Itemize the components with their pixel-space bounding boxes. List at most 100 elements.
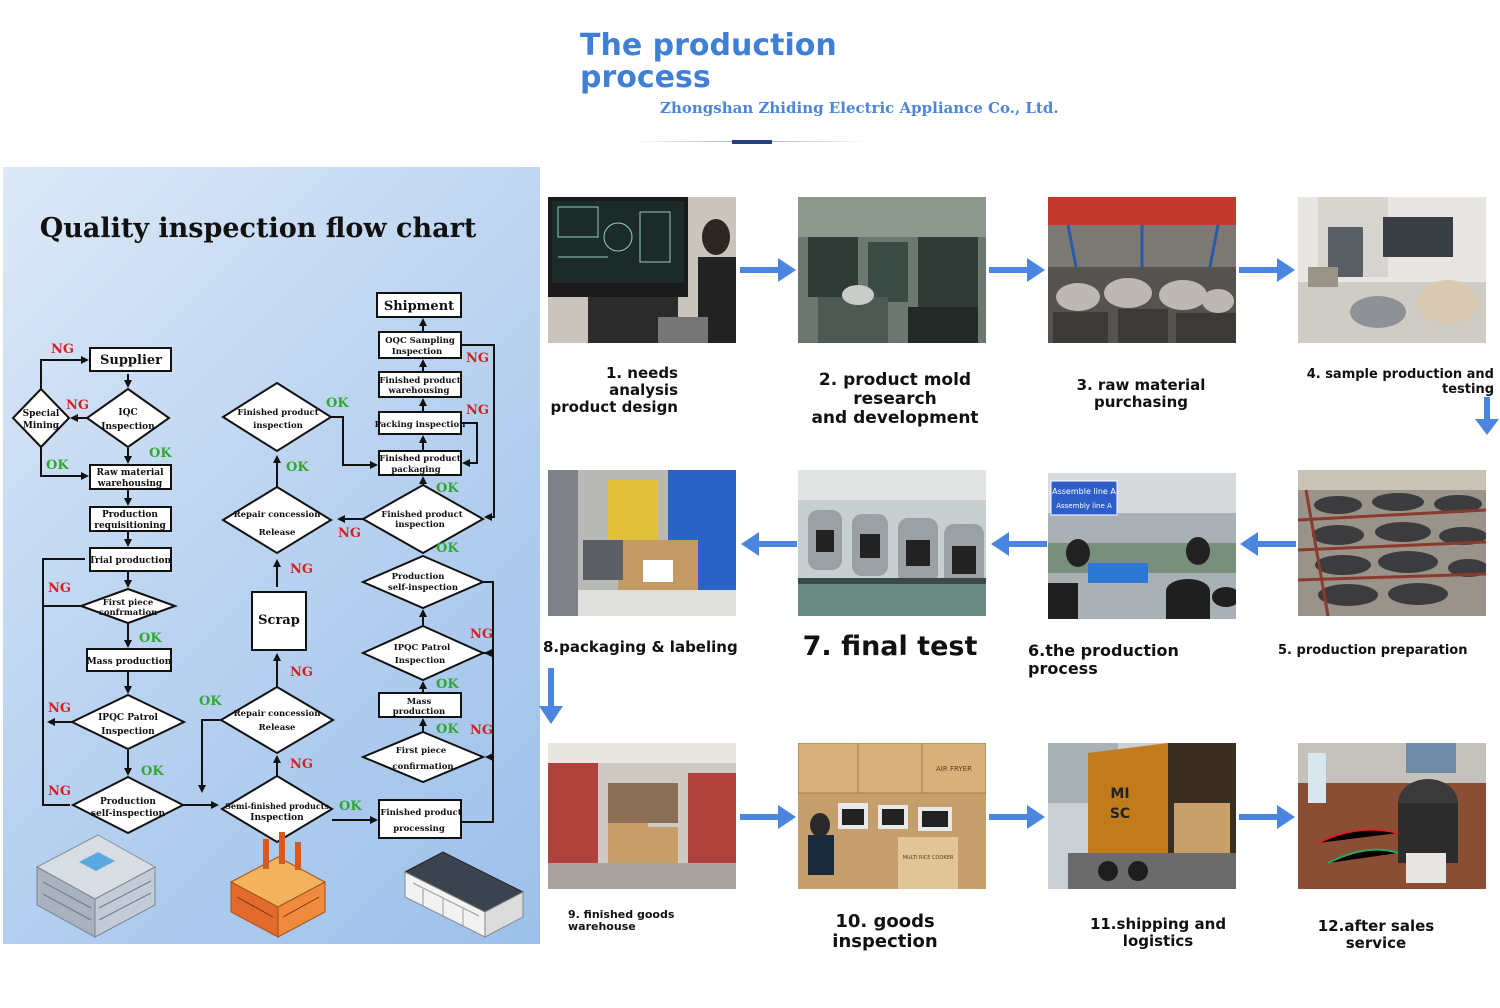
node-shipment bbox=[376, 292, 462, 318]
photo-packaging bbox=[548, 470, 736, 616]
office-building-illustration bbox=[35, 834, 157, 938]
node-ipqc-patrol-right bbox=[360, 624, 486, 682]
label-packing: Packing inspection bbox=[375, 420, 466, 430]
arrow-left-icon bbox=[741, 532, 797, 556]
label-special-1: Special bbox=[23, 409, 60, 419]
step-12-caption: 12.after sales service bbox=[1317, 917, 1435, 952]
label-fpproc-1: Finished product bbox=[380, 808, 461, 818]
node-ipqc-patrol-left bbox=[69, 693, 187, 751]
photo-shipping: MI SC bbox=[1048, 743, 1236, 889]
label-fpi-mid-2: inspection bbox=[253, 421, 303, 431]
node-supplier bbox=[89, 347, 172, 372]
node-production-requisitioning bbox=[89, 506, 172, 532]
label-fppack-2: packaging bbox=[391, 465, 440, 475]
step-4-caption: 4. sample production and testing bbox=[1306, 367, 1494, 397]
label-self-r-1: Production bbox=[392, 572, 445, 582]
container-mark-2: SC bbox=[1110, 806, 1130, 822]
step-3-caption: 3. raw material purchasing bbox=[1076, 376, 1206, 411]
label-repair-low-1: Repair concession bbox=[234, 709, 321, 719]
label-raw-2: warehousing bbox=[97, 479, 163, 489]
ng-marker: NG bbox=[466, 351, 489, 366]
label-req-2: requisitioning bbox=[94, 521, 166, 531]
step-11-caption: 11.shipping and logistics bbox=[1089, 915, 1227, 950]
label-ipqc-r-1: IPQC Patrol bbox=[394, 643, 451, 653]
ng-marker: NG bbox=[51, 342, 74, 357]
node-raw-material-warehousing bbox=[89, 464, 172, 490]
photo-final-test bbox=[798, 470, 986, 616]
photo-raw-material bbox=[1048, 197, 1236, 343]
assembly-sign-line1: Assemble line A bbox=[1052, 487, 1116, 496]
label-raw-1: Raw material bbox=[96, 468, 164, 478]
node-iqc-inspection bbox=[85, 387, 171, 449]
arrow-down-icon bbox=[1475, 397, 1499, 435]
node-repair-concession-upper bbox=[221, 485, 333, 555]
label-special-2: Mining bbox=[23, 421, 60, 431]
node-first-piece-confirmation bbox=[78, 587, 178, 625]
ng-marker: NG bbox=[290, 562, 313, 577]
node-first-piece-confirmation-right bbox=[360, 730, 486, 784]
node-finished-product-inspection-right bbox=[360, 483, 486, 555]
arrow-right-icon bbox=[740, 805, 796, 829]
ng-marker: NG bbox=[466, 403, 489, 418]
arrow-down-icon bbox=[539, 668, 563, 724]
arrow-right-icon bbox=[740, 258, 796, 282]
photo-product-design bbox=[548, 197, 736, 343]
ng-marker: NG bbox=[48, 701, 71, 716]
ok-marker: OK bbox=[339, 799, 362, 814]
label-fpwh-1: Finished product bbox=[379, 376, 460, 386]
node-repair-concession-lower bbox=[219, 685, 335, 755]
step-8-caption: 8.packaging & labeling bbox=[543, 638, 738, 656]
ng-marker: NG bbox=[290, 757, 313, 772]
label-trial: Trial production bbox=[89, 556, 172, 566]
ok-marker: OK bbox=[46, 458, 69, 473]
label-mass-left: Mass production bbox=[87, 657, 172, 667]
ng-marker: NG bbox=[470, 723, 493, 738]
ng-marker: NG bbox=[290, 665, 313, 680]
label-iqc-1: IQC bbox=[118, 408, 137, 418]
step-10-caption: 10. goods inspection bbox=[832, 911, 938, 952]
arrow-right-icon bbox=[989, 258, 1045, 282]
photo-mold-development bbox=[798, 197, 986, 343]
photo-warehouse bbox=[548, 743, 736, 889]
ok-marker: OK bbox=[436, 677, 459, 692]
ok-marker: OK bbox=[286, 460, 309, 475]
factory-illustration bbox=[229, 832, 327, 938]
label-ipqc-l-1: IPQC Patrol bbox=[98, 713, 158, 723]
ng-marker: NG bbox=[470, 627, 493, 642]
label-fppack-1: Finished product bbox=[379, 454, 460, 464]
node-finished-product-processing bbox=[378, 799, 462, 839]
arrow-right-icon bbox=[1239, 805, 1295, 829]
title-divider-accent bbox=[732, 140, 772, 144]
label-mass-r-2: production bbox=[393, 707, 445, 717]
ok-marker: OK bbox=[139, 631, 162, 646]
flowchart-title: Quality inspection flow chart bbox=[40, 213, 477, 244]
photo-production-preparation bbox=[1298, 470, 1486, 616]
step-7-caption: 7. final test bbox=[802, 631, 978, 662]
photo-production-line: Assemble line A Assembly line A bbox=[1048, 473, 1236, 619]
assembly-sign-line2: Assembly line A bbox=[1056, 502, 1112, 510]
label-req-1: Production bbox=[102, 510, 158, 520]
node-mass-production-right bbox=[378, 692, 462, 718]
step-6-caption: 6.the production process bbox=[1028, 641, 1179, 678]
step-1-caption: 1. needs analysis product design bbox=[550, 364, 678, 416]
label-fpi-r-1: Finished product bbox=[381, 510, 462, 520]
label-self-l-1: Production bbox=[100, 797, 156, 807]
label-scrap: Scrap bbox=[258, 613, 300, 628]
label-repair-low-2: Release bbox=[259, 723, 296, 733]
ng-marker: NG bbox=[338, 526, 361, 541]
node-finished-product-warehousing bbox=[378, 371, 462, 398]
ok-marker: OK bbox=[436, 481, 459, 496]
box-print-rice-cooker: MULTI RICE COOKER bbox=[903, 855, 954, 861]
page-title: The production process bbox=[580, 28, 837, 95]
label-first-r-2: confirmation bbox=[392, 762, 453, 772]
label-oqc-1: OQC Sampling bbox=[385, 336, 455, 346]
ok-marker: OK bbox=[149, 446, 172, 461]
label-fpproc-2: processing bbox=[393, 824, 445, 834]
ok-marker: OK bbox=[436, 541, 459, 556]
arrow-right-icon bbox=[1239, 258, 1295, 282]
label-shipment: Shipment bbox=[384, 299, 454, 314]
warehouse-illustration bbox=[403, 851, 525, 938]
ok-marker: OK bbox=[326, 396, 349, 411]
node-mass-production-left bbox=[86, 648, 172, 672]
arrow-right-icon bbox=[989, 805, 1045, 829]
